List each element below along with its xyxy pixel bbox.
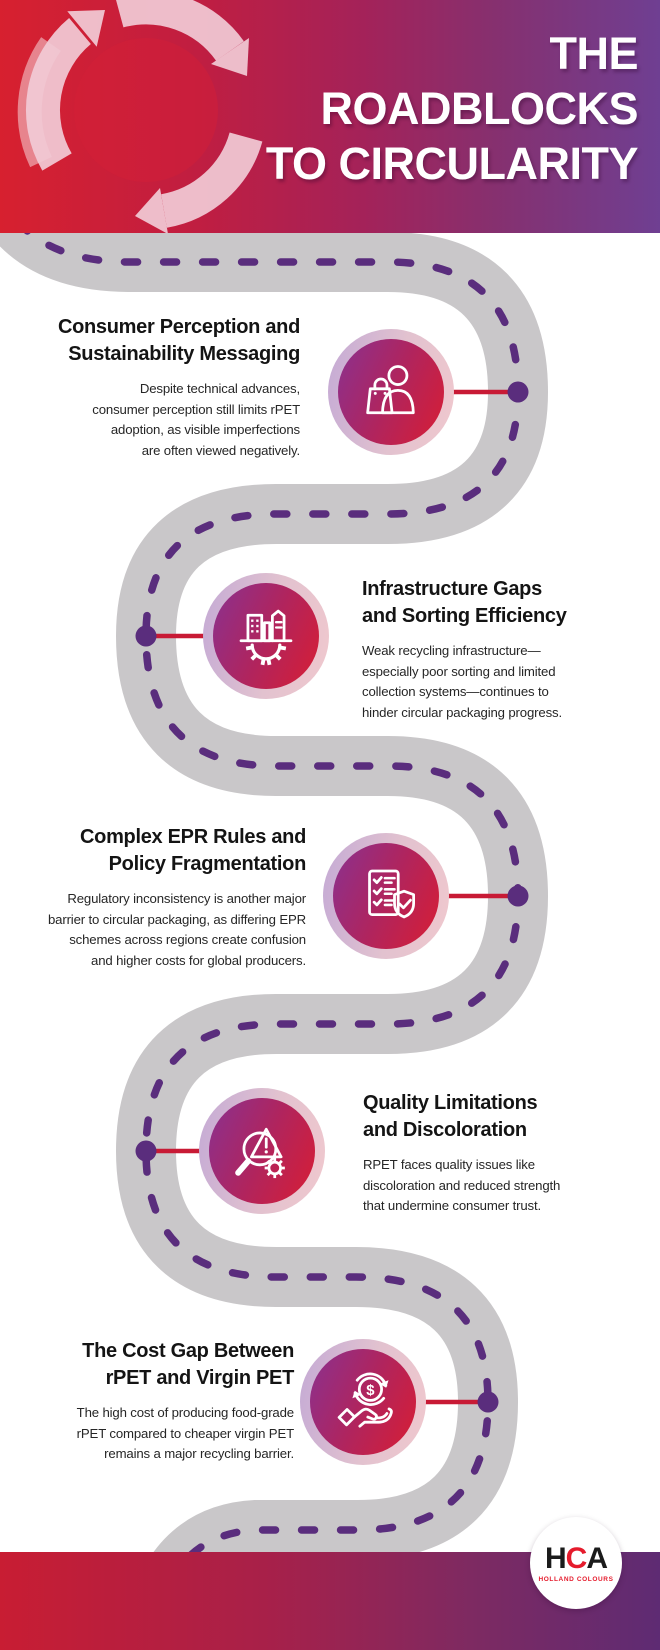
hca-logo: HCA HOLLAND COLOURS — [530, 1517, 622, 1609]
hca-logo-subtext: HOLLAND COLOURS — [538, 1575, 614, 1583]
milestone-body: Despite technical advances, consumer per… — [92, 381, 300, 458]
milestone-body: Weak recycling infrastructure— especiall… — [362, 643, 562, 720]
milestone-title: Complex EPR Rules and Policy Fragmentati… — [80, 826, 306, 875]
milestone-bubble-2 — [213, 583, 319, 689]
milestone-circle-4 — [199, 1088, 325, 1214]
checklist-shield-icon — [368, 869, 416, 919]
hand-coin-icon: $ — [337, 1372, 393, 1428]
svg-text:$: $ — [366, 1383, 375, 1399]
milestone-text-2: Infrastructure Gaps and Sorting Efficien… — [362, 576, 652, 723]
recycle-arrows-icon — [17, 0, 263, 233]
milestone-circle-2 — [203, 573, 329, 699]
milestone-dots — [135, 381, 529, 1413]
shopper-icon — [366, 365, 415, 415]
milestone-title: The Cost Gap Between rPET and Virgin PET — [82, 1340, 294, 1389]
milestone-text-5: The Cost Gap Between rPET and Virgin PET… — [0, 1338, 295, 1465]
milestone-title: Infrastructure Gaps and Sorting Efficien… — [362, 578, 567, 627]
milestone-text-1: Consumer Perception and Sustainability M… — [0, 314, 300, 461]
milestone-bubble-3 — [333, 843, 439, 949]
milestone-title: Quality Limitations and Discoloration — [363, 1092, 538, 1141]
milestone-circle-1 — [328, 329, 454, 455]
milestone-circle-5: $ — [300, 1339, 426, 1465]
milestone-text-4: Quality Limitations and Discoloration RP… — [363, 1090, 653, 1217]
city-gear-icon — [239, 609, 293, 666]
milestone-circle-3 — [323, 833, 449, 959]
milestone-bubble-4 — [209, 1098, 315, 1204]
milestone-body: The high cost of producing food-grade rP… — [76, 1405, 294, 1461]
hca-logo-text: HCA — [544, 1541, 608, 1575]
milestone-body: Regulatory inconsistency is another majo… — [47, 891, 306, 968]
page-title: THE ROADBLOCKS TO CIRCULARITY — [265, 28, 639, 189]
milestone-text-3: Complex EPR Rules and Policy Fragmentati… — [0, 824, 306, 971]
milestone-body: RPET faces quality issues like discolora… — [363, 1157, 561, 1213]
header-banner: THE ROADBLOCKS TO CIRCULARITY — [0, 0, 660, 233]
milestone-bubble-1 — [338, 339, 444, 445]
milestone-bubble-5: $ — [310, 1349, 416, 1455]
milestone-title: Consumer Perception and Sustainability M… — [57, 316, 300, 365]
magnifier-warning-icon — [235, 1127, 285, 1179]
